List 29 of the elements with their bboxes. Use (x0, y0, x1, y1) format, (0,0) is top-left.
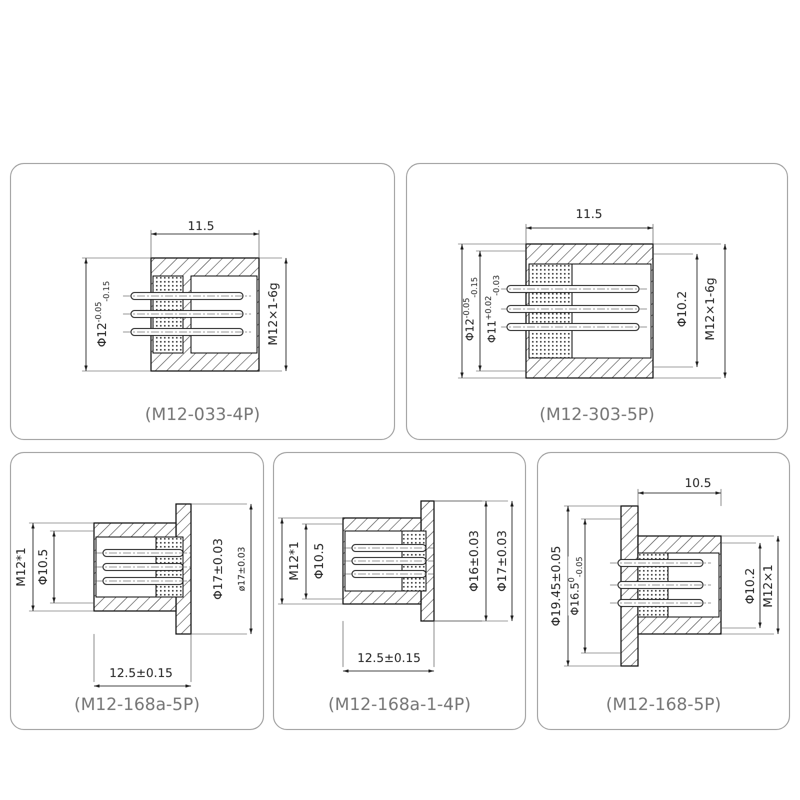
dimension-label: ø17±0.03 (238, 546, 248, 592)
dimension-label: 10.5 (684, 477, 712, 489)
drawing-panel (10, 452, 264, 730)
dimension-label: 11.5 (188, 220, 214, 232)
dimension-label: M12×1 (762, 564, 774, 608)
dimension-label: 12.5±0.15 (109, 667, 173, 679)
drawing-panel (273, 452, 526, 730)
part-number-label: (M12-033-4P) (144, 405, 260, 425)
dimension-label: Φ17±0.03 (212, 538, 224, 600)
part-number-label: (M12-168-5P) (606, 695, 722, 715)
dimension-label: M12×1-6g (704, 278, 716, 340)
dimension-label: 11.5 (576, 208, 602, 220)
dimension-label: Φ19.45±0.05 (550, 546, 562, 626)
part-number-label: (M12-168a-5P) (74, 695, 200, 715)
dimension-label: M12*1 (288, 541, 300, 581)
dimension-label: Φ10.2 (744, 568, 756, 604)
part-number-label: (M12-303-5P) (539, 405, 655, 425)
dimension-label: Φ10.5 (313, 542, 325, 580)
drawing-panel (537, 452, 790, 730)
dimension-label: Φ16±0.03 (468, 530, 480, 592)
dimension-label: Φ10.2 (676, 290, 688, 328)
dimension-label: 12.5±0.15 (357, 652, 421, 664)
dimension-label: Φ10.5 (37, 548, 49, 586)
dimension-label: M12×1-6g (267, 282, 279, 346)
dimension-label: Φ17±0.03 (496, 530, 508, 592)
part-number-label: (M12-168a-1-4P) (328, 695, 471, 715)
dimension-label: M12*1 (15, 547, 27, 587)
drawing-panel (10, 163, 395, 440)
drawing-panel (406, 163, 788, 440)
